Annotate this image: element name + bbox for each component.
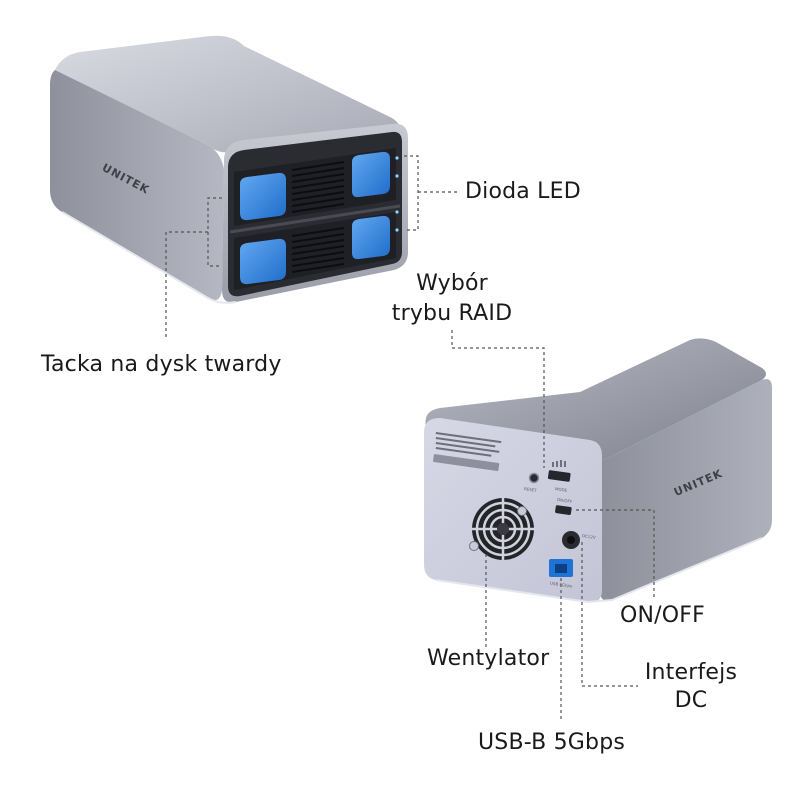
hdd-tray-upper [234,148,396,226]
label-onoff: ON/OFF [620,603,706,628]
enclosure-rear-view [424,338,772,604]
label-usb-b: USB-B 5Gbps [478,730,626,755]
label-fan: Wentylator [427,646,550,671]
label-dc-line1: Interfejs [644,660,738,685]
screw [469,541,479,551]
raid-mode-switch [547,470,571,482]
enclosure-rear-side [600,379,772,601]
certification-marks [433,454,500,471]
label-hdd-tray: Tacka na dysk twardy [41,352,282,377]
label-raid-line1: Wybór [416,271,488,296]
power-switch [555,505,572,515]
tray-latch-left [240,172,286,221]
tray-latch-right [352,215,390,260]
screw [517,506,527,516]
enclosure-left-side [50,70,224,301]
led-indicator [395,156,399,160]
label-dc-line2: DC [674,688,708,713]
tray-latch-left [240,238,286,285]
label-led: Dioda LED [465,179,581,204]
hdd-tray-lower [234,212,396,290]
led-indicator [395,228,399,232]
callout-lines [165,155,655,720]
label-raid-line2: trybu RAID [391,301,513,326]
label-raid-mode: Wybór trybu RAID [386,271,518,327]
led-indicator [395,174,399,178]
tray-latch-right [352,151,390,198]
enclosure-front-view [50,35,408,304]
enclosure-top-surface [55,35,401,153]
led-indicator [395,210,399,214]
label-dc-interface: Interfejs DC [636,660,746,714]
reset-button [528,472,540,484]
